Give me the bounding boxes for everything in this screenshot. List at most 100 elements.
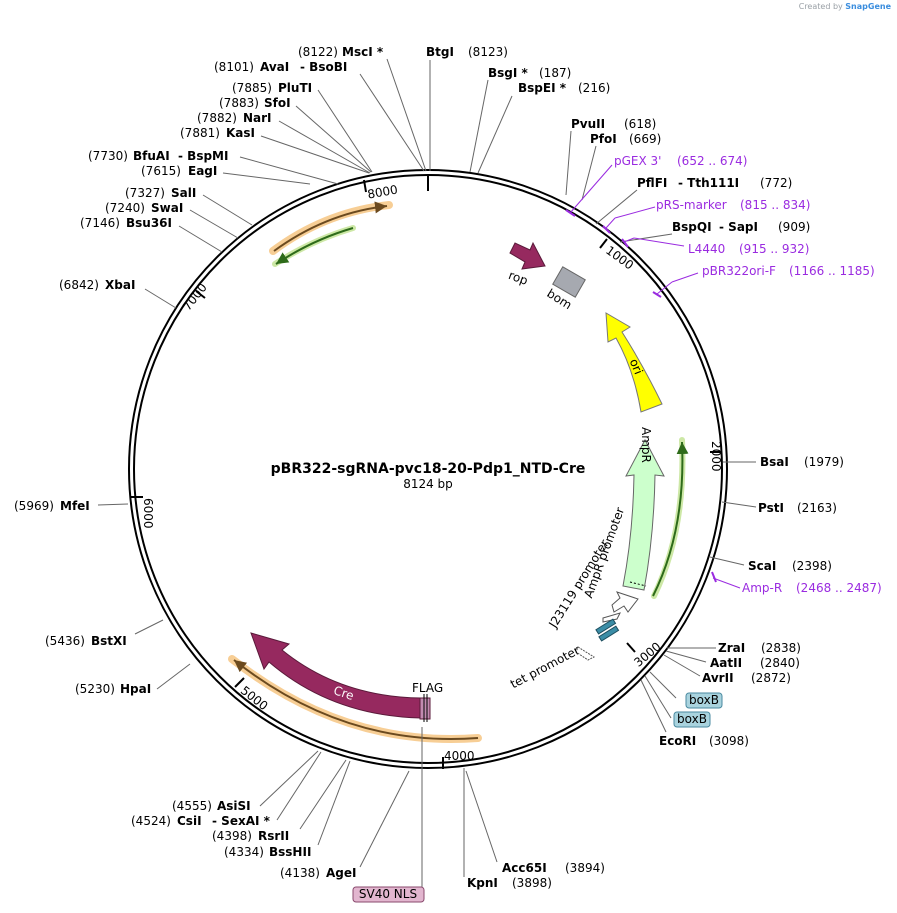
site-salI[interactable]: SalI — [171, 186, 196, 200]
site-swaI[interactable]: SwaI — [151, 201, 183, 215]
site-bspMI[interactable]: - BspMI — [178, 149, 228, 163]
site-pos-avrII: (2872) — [751, 671, 791, 685]
site-bsgI[interactable]: BsgI * — [488, 66, 529, 80]
ampr-promoter-feature[interactable] — [611, 591, 639, 613]
site-ecoRI[interactable]: EcoRI — [659, 734, 696, 748]
j23119-promoter-feature[interactable] — [595, 618, 617, 635]
site-avrII[interactable]: AvrII — [702, 671, 734, 685]
green-arrow-top — [275, 227, 354, 265]
credit-prefix: Created by — [798, 2, 843, 11]
site-pos-mscI: (8122) — [298, 45, 338, 59]
primer-pbr322ori-f-range: (1166 .. 1185) — [789, 264, 875, 278]
site-acc65I[interactable]: Acc65I — [502, 861, 547, 875]
tick-label-2000: 2000 — [709, 441, 723, 472]
site-csiI[interactable]: CsiI — [177, 814, 202, 828]
sv40-nls-badge[interactable] — [352, 886, 425, 903]
primer-l4440[interactable]: L4440 — [688, 242, 725, 256]
tet-promoter-feature[interactable] — [575, 646, 596, 661]
site-pos-kpnI: (3898) — [512, 876, 552, 890]
site-pflFI[interactable]: PflFI — [637, 176, 667, 190]
site-pos-xbaI: (6842) — [59, 278, 99, 292]
site-pos-bsgI: (187) — [539, 66, 571, 80]
snapgene-logo: SnapGene — [845, 2, 891, 11]
tick-label-4000: 4000 — [444, 749, 475, 763]
ori-feature[interactable] — [605, 312, 663, 413]
site-btgI[interactable]: BtgI — [426, 45, 454, 59]
site-sfoI[interactable]: SfoI — [264, 96, 291, 110]
site-zraI[interactable]: ZraI — [718, 641, 745, 655]
j23119-label: J23119 promoter — [546, 537, 612, 631]
site-rsrII[interactable]: RsrII — [258, 829, 289, 843]
site-pos-bspQI: (909) — [778, 220, 810, 234]
site-bsoBI[interactable]: - BsoBI — [300, 60, 347, 74]
site-bsu36I[interactable]: Bsu36I — [126, 216, 172, 230]
site-bspQI[interactable]: BspQI — [672, 220, 712, 234]
site-pstI[interactable]: PstI — [758, 501, 784, 515]
site-pos-bsaI: (1979) — [804, 455, 844, 469]
site-bfuAI[interactable]: BfuAI — [133, 149, 170, 163]
site-pos-acc65I: (3894) — [565, 861, 605, 875]
orf-arrow-top — [273, 201, 388, 252]
boxb-label-2: boxB — [677, 712, 707, 726]
sv40-nls-label: SV40 NLS — [359, 887, 417, 901]
site-pos-csiI: (4524) — [131, 814, 171, 828]
ori-label: ori — [627, 357, 646, 377]
site-mscI[interactable]: MscI * — [342, 45, 384, 59]
orf-arrow-bottom — [233, 659, 479, 740]
site-bspEI[interactable]: BspEI * — [518, 81, 567, 95]
primer-pbr322ori-f[interactable]: pBR322ori-F — [702, 264, 776, 278]
site-avaI[interactable]: AvaI — [260, 60, 289, 74]
site-pos-zraI: (2838) — [761, 641, 801, 655]
site-bsaI[interactable]: BsaI — [760, 455, 789, 469]
primers: pGEX 3' (652 .. 674) pRS-marker (815 .. … — [565, 154, 882, 595]
boxb-badge-2[interactable] — [673, 711, 711, 728]
primer-amp-r[interactable]: Amp-R — [742, 581, 782, 595]
site-narI[interactable]: NarI — [243, 111, 272, 125]
site-hpaI[interactable]: HpaI — [120, 682, 151, 696]
site-pos-pstI: (2163) — [797, 501, 837, 515]
site-pfoI[interactable]: PfoI — [590, 132, 617, 146]
flag-feature[interactable] — [419, 697, 431, 720]
tet-promoter-label: tet promoter — [508, 643, 582, 691]
site-kasI[interactable]: KasI — [226, 126, 255, 140]
site-pos-bspEI: (216) — [578, 81, 610, 95]
site-tth111I[interactable]: - Tth111I — [678, 176, 739, 190]
cre-feature[interactable] — [250, 632, 422, 719]
site-ageI[interactable]: AgeI — [326, 866, 356, 880]
tick-label-6000: 6000 — [141, 498, 155, 529]
boxb-badge-1[interactable] — [685, 692, 723, 709]
site-pos-swaI: (7240) — [105, 201, 145, 215]
position-ticks: 1000 2000 3000 4000 5000 6000 7000 8000 — [131, 179, 723, 769]
site-pos-bsu36I: (7146) — [80, 216, 120, 230]
primer-prs-marker-range: (815 .. 834) — [740, 198, 810, 212]
site-kpnI[interactable]: KpnI — [467, 876, 498, 890]
j23119-arrow-feature[interactable] — [602, 612, 621, 623]
ampr-dotted-mark — [629, 581, 647, 587]
site-pos-avaI: (8101) — [214, 60, 254, 74]
ampr-feature[interactable] — [622, 438, 665, 591]
site-pos-bfuAI: (7730) — [88, 149, 128, 163]
backbone-outer — [128, 169, 728, 769]
primer-amp-r-range: (2468 .. 2487) — [796, 581, 882, 595]
site-sapI[interactable]: - SapI — [719, 220, 758, 234]
site-pos-rsrII: (4398) — [212, 829, 252, 843]
primer-pgex3[interactable]: pGEX 3' — [614, 154, 661, 168]
bom-feature[interactable] — [552, 266, 586, 298]
snapgene-credit: Created by SnapGene — [799, 2, 891, 11]
j23119-promoter-feature-2[interactable] — [598, 625, 620, 642]
boxb-label-1: boxB — [689, 693, 719, 707]
site-pvuII[interactable]: PvuII — [571, 117, 605, 131]
site-eagI[interactable]: EagI — [188, 164, 217, 178]
site-pluTI[interactable]: PluTI — [278, 81, 312, 95]
site-mfeI[interactable]: MfeI — [60, 499, 90, 513]
rop-feature[interactable] — [509, 241, 546, 270]
site-bssHII[interactable]: BssHII — [269, 845, 311, 859]
primer-prs-marker[interactable]: pRS-marker — [656, 198, 727, 212]
site-bstXI[interactable]: BstXI — [91, 634, 127, 648]
site-xbaI[interactable]: XbaI — [105, 278, 135, 292]
site-asiSI[interactable]: AsiSI — [217, 799, 251, 813]
site-scaI[interactable]: ScaI — [748, 559, 776, 573]
site-sexAI[interactable]: - SexAI * — [212, 814, 271, 828]
site-pos-bssHII: (4334) — [224, 845, 264, 859]
site-aatII[interactable]: AatII — [710, 656, 742, 670]
